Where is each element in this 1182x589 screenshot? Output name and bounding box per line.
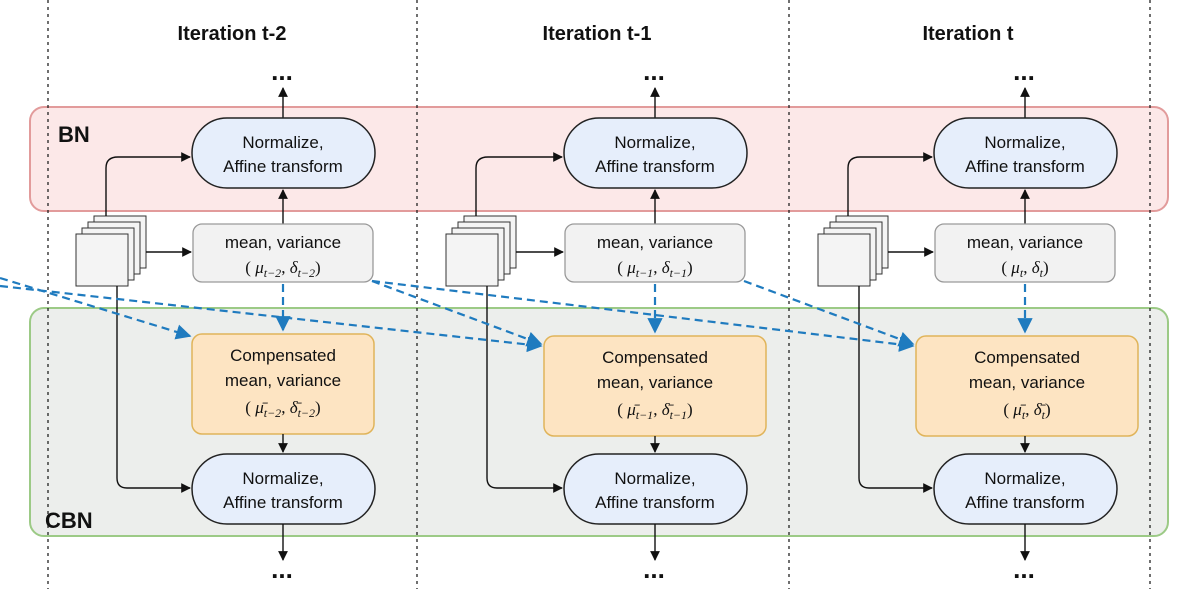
bn-normalize-line1: Normalize,: [242, 133, 323, 152]
column-title: Iteration t: [922, 23, 1013, 45]
cbn-label: CBN: [45, 508, 93, 533]
stats-label: mean, variance: [967, 233, 1083, 252]
compensated-line2: mean, variance: [597, 373, 713, 392]
bn-normalize-line2: Affine transform: [595, 157, 715, 176]
bn-normalize-box: [191, 117, 376, 189]
continuation-dots-bottom: ...: [271, 554, 293, 584]
compensated-line1: Compensated: [974, 348, 1080, 367]
bn-normalize-line2: Affine transform: [965, 157, 1085, 176]
cbn-normalize-line2: Affine transform: [223, 493, 343, 512]
dashed-arrow: [743, 279, 915, 347]
bn-normalize-line1: Normalize,: [984, 133, 1065, 152]
bn-normalize-line1: Normalize,: [614, 133, 695, 152]
compensated-line2: mean, variance: [225, 371, 341, 390]
bn-normalize-box: [563, 117, 748, 189]
cbn-normalize-line2: Affine transform: [595, 493, 715, 512]
dashed-arrow: [371, 279, 543, 347]
continuation-dots-top: ...: [643, 56, 665, 86]
cbn-normalize-box: [191, 453, 376, 525]
bn-normalize-box: [933, 117, 1118, 189]
compensated-line2: mean, variance: [969, 373, 1085, 392]
feature-map-stack: [445, 215, 517, 287]
continuation-dots-bottom: ...: [1013, 554, 1035, 584]
continuation-dots-bottom: ...: [643, 554, 665, 584]
stats-formula: ( μt−2, δt−2): [245, 258, 320, 280]
compensated-line1: Compensated: [230, 346, 336, 365]
cbn-normalize-line1: Normalize,: [242, 469, 323, 488]
compensated-line1: Compensated: [602, 348, 708, 367]
cbn-normalize-line2: Affine transform: [965, 493, 1085, 512]
stats-label: mean, variance: [225, 233, 341, 252]
stats-box: [192, 223, 374, 283]
stats-box: [564, 223, 746, 283]
column-title: Iteration t-1: [543, 23, 652, 45]
cbn-normalize-box: [933, 453, 1118, 525]
feature-map-stack: [75, 215, 147, 287]
continuation-dots-top: ...: [271, 56, 293, 86]
cbn-normalize-box: [563, 453, 748, 525]
stats-formula: ( μt−1, δt−1): [617, 258, 692, 280]
cbn-normalize-line1: Normalize,: [614, 469, 695, 488]
bn-normalize-line2: Affine transform: [223, 157, 343, 176]
compensated-box: [915, 335, 1139, 437]
statistics-flow-arrows: [0, 276, 1033, 353]
iteration-column: Iteration t-1 ... Normalize, Affine tran…: [445, 23, 767, 584]
stats-box: [934, 223, 1116, 283]
feature-map-stack: [817, 215, 889, 287]
cbn-normalize-line1: Normalize,: [984, 469, 1065, 488]
continuation-dots-top: ...: [1013, 56, 1035, 86]
compensated-formula: ( μ̄t−2, δ̄t−2): [245, 398, 320, 420]
iteration-column: Iteration t-2 ... Normalize, Affine tran…: [75, 23, 376, 584]
bn-label: BN: [58, 122, 90, 147]
stats-label: mean, variance: [597, 233, 713, 252]
column-title: Iteration t-2: [178, 23, 287, 45]
stats-formula: ( μt, δt): [1001, 258, 1048, 280]
dashed-arrow: [0, 276, 192, 340]
iteration-column: Iteration t ... Normalize, Affine transf…: [817, 23, 1139, 584]
